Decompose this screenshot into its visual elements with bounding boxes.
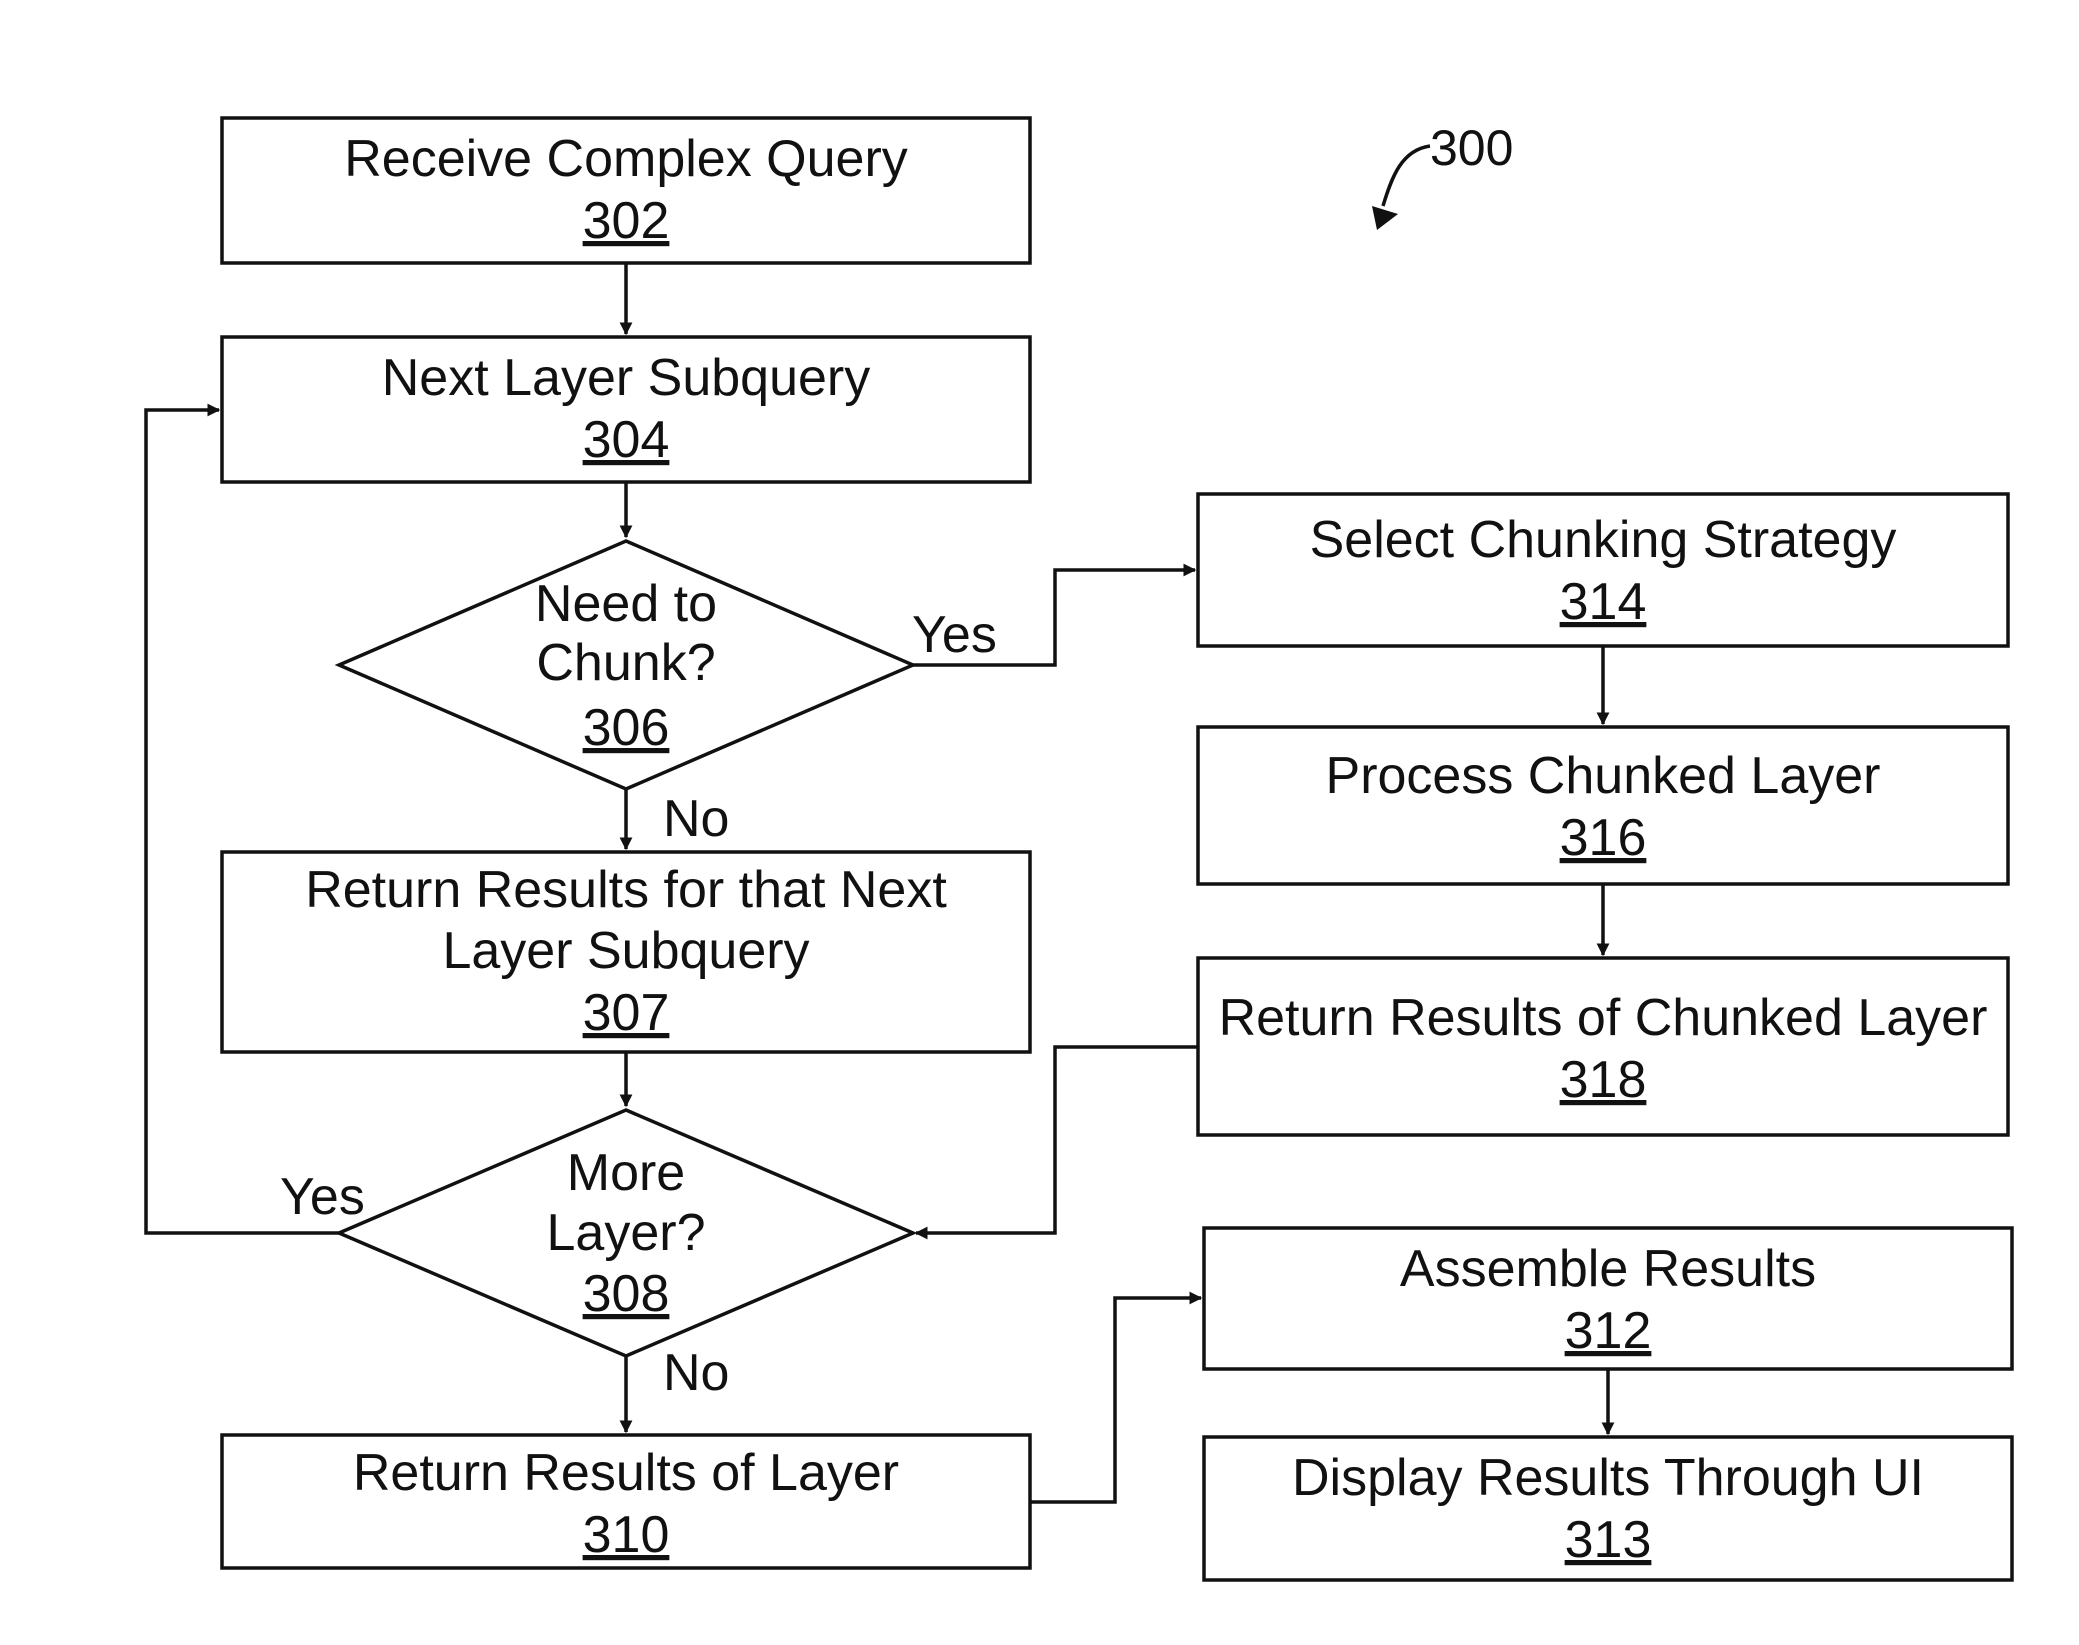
node-312: Assemble Results312 [1204, 1228, 2012, 1369]
node-label-318-line-1: Return Results of Chunked Layer [1219, 989, 1988, 1047]
node-316: Process Chunked Layer316 [1198, 727, 2008, 884]
figure-reference: 300 [1372, 120, 1513, 230]
node-label-308-line-2: Layer? [547, 1204, 706, 1262]
connector-arrow [916, 1047, 1198, 1233]
branch-label-yes: Yes [912, 606, 997, 664]
node-label-307-line-2: Layer Subquery [442, 922, 809, 980]
node-ref-314: 314 [1560, 573, 1647, 631]
node-ref-308: 308 [583, 1265, 670, 1323]
edge-318-to-308 [916, 1047, 1198, 1233]
edge-306-to-314: Yes [912, 570, 1195, 665]
node-label-310-line-1: Return Results of Layer [353, 1444, 899, 1502]
connector-arrow [146, 410, 339, 1233]
node-318: Return Results of Chunked Layer318 [1198, 958, 2008, 1135]
node-label-307-line-1: Return Results for that Next [305, 861, 947, 919]
node-ref-310: 310 [583, 1506, 670, 1564]
node-308: MoreLayer?308 [339, 1110, 913, 1356]
node-306: Need toChunk? 306 [339, 541, 913, 789]
node-ref-307: 307 [583, 984, 670, 1042]
branch-label-no: No [663, 790, 729, 848]
node-ref-304: 304 [583, 411, 670, 469]
node-label-306-line-1: Need to [535, 575, 717, 633]
node-ref-318: 318 [1560, 1051, 1647, 1109]
edge-308-to-304: Yes [146, 410, 365, 1233]
nodes-layer: Receive Complex Query302Next Layer Subqu… [222, 118, 2012, 1580]
edge-308-to-310: No [626, 1344, 729, 1432]
node-307: Return Results for that NextLayer Subque… [222, 852, 1030, 1052]
node-label-306-line-2: Chunk? [536, 634, 715, 692]
node-ref-302: 302 [583, 192, 670, 250]
node-304: Next Layer Subquery304 [222, 337, 1030, 482]
node-label-313-line-1: Display Results Through UI [1292, 1449, 1924, 1507]
branch-label-yes: Yes [280, 1168, 365, 1226]
connector-arrow [1030, 1298, 1201, 1502]
node-label-314-line-1: Select Chunking Strategy [1310, 511, 1897, 569]
node-302: Receive Complex Query302 [222, 118, 1030, 263]
figure-reference-arrowhead [1372, 206, 1398, 230]
node-ref-312: 312 [1565, 1302, 1652, 1360]
node-label-308-line-1: More [567, 1144, 685, 1202]
node-310: Return Results of Layer310 [222, 1435, 1030, 1568]
node-ref-316: 316 [1560, 809, 1647, 867]
edge-310-to-312 [1030, 1298, 1201, 1502]
node-label-304-line-1: Next Layer Subquery [382, 349, 871, 407]
branch-label-no: No [663, 1344, 729, 1402]
node-ref-313: 313 [1565, 1511, 1652, 1569]
node-314: Select Chunking Strategy314 [1198, 494, 2008, 646]
figure-reference-leader [1383, 146, 1430, 206]
node-label-302-line-1: Receive Complex Query [344, 130, 908, 188]
node-label-312-line-1: Assemble Results [1400, 1240, 1816, 1298]
node-label-316-line-1: Process Chunked Layer [1326, 747, 1881, 805]
node-313: Display Results Through UI313 [1204, 1437, 2012, 1580]
figure-reference-number: 300 [1430, 120, 1513, 176]
edge-306-to-307: No [626, 789, 729, 849]
node-ref-306: 306 [583, 699, 670, 757]
